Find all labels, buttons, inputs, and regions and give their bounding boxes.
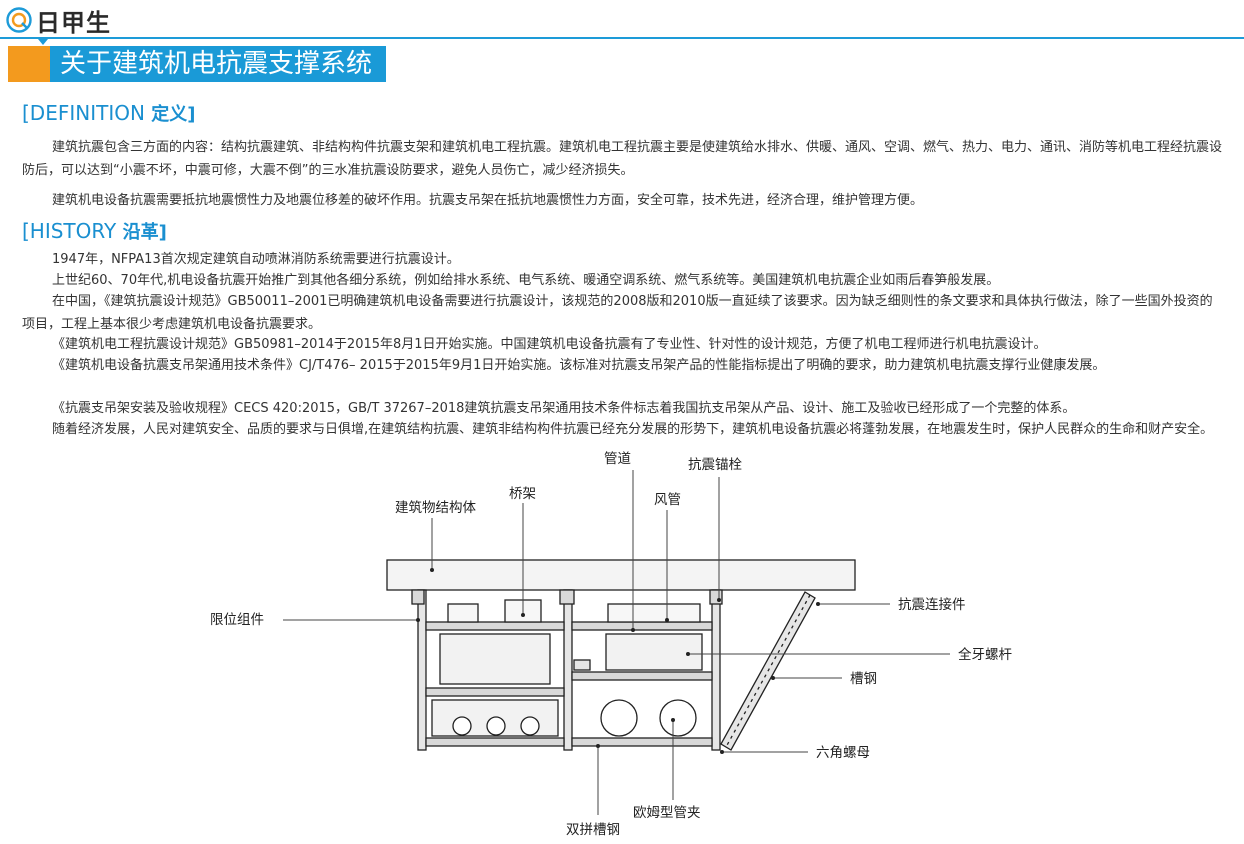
history-paragraph-1: 1947年，NFPA13首次规定建筑自动喷淋消防系统需要进行抗震设计。 xyxy=(52,252,460,267)
label-limiter: 限位组件 xyxy=(210,612,264,628)
duct-bracket xyxy=(573,659,591,671)
duct-mid-channel xyxy=(571,671,713,681)
pipe-bottom-channel xyxy=(571,737,713,747)
brand-name: 日甲生 xyxy=(36,8,111,37)
label-rod: 全牙螺杆 xyxy=(958,646,1012,663)
anchor-left xyxy=(411,589,425,605)
label-pipe: 管道 xyxy=(604,451,631,467)
middle-rod xyxy=(563,589,573,751)
label-double-channel: 双拼槽钢 xyxy=(566,822,620,838)
header-rule xyxy=(0,37,1244,39)
logo-badge-icon xyxy=(6,7,32,33)
left-rod xyxy=(417,589,427,751)
page-title: 关于建筑机电抗震支撑系统 xyxy=(50,46,387,82)
air-duct xyxy=(605,633,703,671)
label-anchor: 抗震锚栓 xyxy=(688,457,742,473)
history-paragraph-3: 在中国，《建筑抗震设计规范》GB50011–2001已明确建筑机电设备需要进行抗… xyxy=(22,294,1213,332)
brand-logo: 日甲生 xyxy=(6,5,111,37)
right-rod xyxy=(711,589,721,751)
definition-heading-en: [DEFINITION xyxy=(22,101,145,125)
history-paragraph-7: 随着经济发展，人民对建筑安全、品质的要求与日俱增,在建筑结构抗震、建筑非结构构件… xyxy=(52,422,1214,437)
history-heading: [HISTORY 沿革] xyxy=(22,218,167,244)
banner-accent xyxy=(8,46,50,82)
anchor-right xyxy=(709,589,723,605)
history-heading-en: [HISTORY xyxy=(22,219,117,243)
label-duct: 风管 xyxy=(654,492,681,508)
definition-heading: [DEFINITION 定义] xyxy=(22,100,196,126)
history-heading-zh: 沿革] xyxy=(122,222,167,243)
label-structure: 建筑物结构体 xyxy=(395,500,476,516)
cable-tray-upper xyxy=(439,633,551,685)
label-nut: 六角螺母 xyxy=(816,745,870,761)
tray-top-channel xyxy=(425,621,565,631)
label-clamp: 欧姆型管夹 xyxy=(633,805,701,821)
structure-slab xyxy=(386,559,856,591)
definition-heading-zh: 定义] xyxy=(151,104,196,125)
anchor-middle xyxy=(559,589,575,605)
small-pipe-2 xyxy=(486,716,506,736)
large-pipe-2 xyxy=(659,699,697,737)
tray-mid-channel xyxy=(425,687,565,697)
history-paragraph-6: 《抗震支吊架安装及验收规程》CECS 420:2015，GB/T 37267–2… xyxy=(52,401,1076,416)
header-rule-notch xyxy=(38,39,48,45)
label-channel: 槽钢 xyxy=(850,671,877,687)
definition-paragraph-1: 建筑抗震包含三方面的内容：结构抗震建筑、非结构构件抗震支架和建筑机电工程抗震。建… xyxy=(22,140,1223,178)
history-paragraph-4: 《建筑机电工程抗震设计规范》GB50981–2014于2015年8月1日开始实施… xyxy=(52,337,1047,352)
tray-bottom-channel xyxy=(425,737,565,747)
small-pipe-1 xyxy=(452,716,472,736)
small-pipe-3 xyxy=(520,716,540,736)
duct-box xyxy=(607,603,701,623)
label-tray: 桥架 xyxy=(509,486,536,502)
duct-top-channel xyxy=(571,621,713,631)
history-paragraph-2: 上世纪60、70年代,机电设备抗震开始推广到其他各细分系统，例如给排水系统、电气… xyxy=(52,273,1000,288)
brace-holes xyxy=(725,594,811,748)
large-pipe-1 xyxy=(600,699,638,737)
page-banner: 关于建筑机电抗震支撑系统 xyxy=(8,46,387,82)
tray-box-1 xyxy=(447,603,479,623)
seismic-bracket-diagram: 管道 抗震锚栓 桥架 风管 建筑物结构体 抗震连接件 限位组件 全牙螺杆 槽钢 … xyxy=(210,451,1012,838)
label-connector: 抗震连接件 xyxy=(898,596,966,613)
history-paragraph-5: 《建筑机电设备抗震支吊架通用技术条件》CJ/T476– 2015于2015年9月… xyxy=(52,358,1106,373)
definition-paragraph-2: 建筑机电设备抗震需要抵抗地震惯性力及地震位移差的破坏作用。抗震支吊架在抵抗地震惯… xyxy=(52,193,924,208)
